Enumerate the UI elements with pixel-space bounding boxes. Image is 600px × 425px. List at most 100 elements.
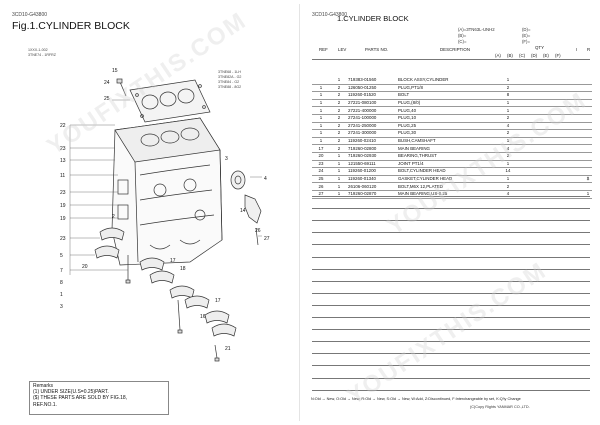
cell-lev: 2 <box>330 137 348 146</box>
cell-description: MAIN BEARING <box>398 144 502 153</box>
header-parts-no: PARTS NO. <box>365 47 389 52</box>
cell-parts-no: 719260-02870 <box>348 190 398 199</box>
cell-qty-d <box>538 152 550 161</box>
callout-number: 14 <box>240 208 246 214</box>
cell-qty-d <box>538 160 550 169</box>
empty-row-line <box>312 365 590 367</box>
cell-ref: 23 <box>312 160 330 169</box>
cell-lev: 2 <box>330 114 348 123</box>
callout-number: 23 <box>60 190 66 196</box>
cell-qty-e <box>550 129 562 138</box>
callout-number: 19 <box>60 203 66 209</box>
cell-ref: 1 <box>312 122 330 131</box>
cell-qty-c <box>526 77 538 85</box>
cell-qty-e <box>550 114 562 123</box>
qty-col-b: (B) <box>507 53 513 58</box>
cell-qty-d <box>538 190 550 199</box>
callout-number: 1 <box>60 292 63 298</box>
cell-r: $ <box>584 175 592 184</box>
cell-qty-f <box>562 122 574 131</box>
header-qty: QTY <box>535 45 545 50</box>
cell-qty-d <box>538 122 550 131</box>
cell-description: BUSH,CAMSHAFT <box>398 137 502 146</box>
cell-qty-b <box>514 77 526 85</box>
cell-ref: 1 <box>312 84 330 93</box>
cell-qty-f <box>562 144 574 153</box>
callout-number: 8 <box>60 280 63 286</box>
empty-row-line <box>312 304 590 306</box>
cell-qty-a: 1 <box>502 160 514 169</box>
cell-qty-c <box>526 182 538 191</box>
empty-row-line <box>312 341 590 343</box>
cell-qty-c <box>526 175 538 184</box>
right-document-code: 3CD10-G43800 <box>312 12 348 18</box>
section-title: 1.CYLINDER BLOCK <box>337 14 409 23</box>
option-f: (F)= <box>522 39 530 44</box>
cell-parts-no: 119260-02410 <box>348 137 398 146</box>
callout-number: 17 <box>215 298 221 304</box>
cell-qty-c <box>526 114 538 123</box>
cell-qty-c <box>526 137 538 146</box>
cell-parts-no: 719260-02930 <box>348 152 398 161</box>
cell-ref: 17 <box>312 144 330 153</box>
option-c: (C)= <box>458 39 467 44</box>
cell-parts-no: 27241-300000 <box>348 129 398 138</box>
cell-lev: 1 <box>330 190 348 199</box>
cell-i <box>574 77 584 85</box>
copyright: (C)Copy Rights YANMAR CO.,LTD. <box>470 405 530 409</box>
cell-qty-f <box>562 152 574 161</box>
cell-r <box>584 91 592 100</box>
rear-plug <box>230 170 246 190</box>
cell-qty-d <box>538 77 550 85</box>
cell-qty-c <box>526 84 538 93</box>
cell-lev: 2 <box>330 91 348 100</box>
cell-parts-no: 126050-01250 <box>348 84 398 93</box>
cell-qty-d <box>538 137 550 146</box>
callout-number: 2 <box>112 214 115 220</box>
cell-qty-c <box>526 160 538 169</box>
cell-i <box>574 91 584 100</box>
cell-parts-no: 26106-060120 <box>348 182 398 191</box>
header-rule <box>312 59 590 60</box>
cell-i <box>574 190 584 199</box>
cell-qty-f <box>562 99 574 108</box>
cell-description: GASKET,CYLINDER HEAD <box>398 175 502 184</box>
cell-description: PLUG,PT1/8 <box>398 84 502 93</box>
cell-qty-a: 2 <box>502 182 514 191</box>
cell-qty-d <box>538 175 550 184</box>
cell-i <box>574 99 584 108</box>
cell-qty-d <box>538 114 550 123</box>
cell-i <box>574 114 584 123</box>
cell-ref: 1 <box>312 106 330 115</box>
cell-i <box>574 160 584 169</box>
cell-lev: 2 <box>330 106 348 115</box>
callout-number: 22 <box>60 123 66 129</box>
cell-qty-e <box>550 106 562 115</box>
page-divider <box>299 4 300 421</box>
cell-qty-f <box>562 91 574 100</box>
callout-number: 7 <box>60 268 63 274</box>
cell-r <box>584 160 592 169</box>
cell-qty-e <box>550 84 562 93</box>
cell-qty-b <box>514 129 526 138</box>
cell-i <box>574 106 584 115</box>
callout-number: 3 <box>60 304 63 310</box>
cell-lev: 1 <box>330 182 348 191</box>
qty-col-e: (E) <box>543 53 549 58</box>
cell-r <box>584 167 592 176</box>
cell-i <box>574 175 584 184</box>
remarks-line-1: (1) UNDER SIZE(U.S=0.25)PART. <box>33 389 109 396</box>
cell-ref: 27 <box>312 190 330 199</box>
cell-qty-d <box>538 91 550 100</box>
cell-description: BEARING,THRUST <box>398 152 502 161</box>
cell-qty-d <box>538 167 550 176</box>
cell-ref: 26 <box>312 182 330 191</box>
qty-col-d: (D) <box>531 53 538 58</box>
side-code-3: 3TNE84 - G2 <box>218 80 240 84</box>
cell-qty-a: 1 <box>502 99 514 108</box>
cell-qty-b <box>514 84 526 93</box>
